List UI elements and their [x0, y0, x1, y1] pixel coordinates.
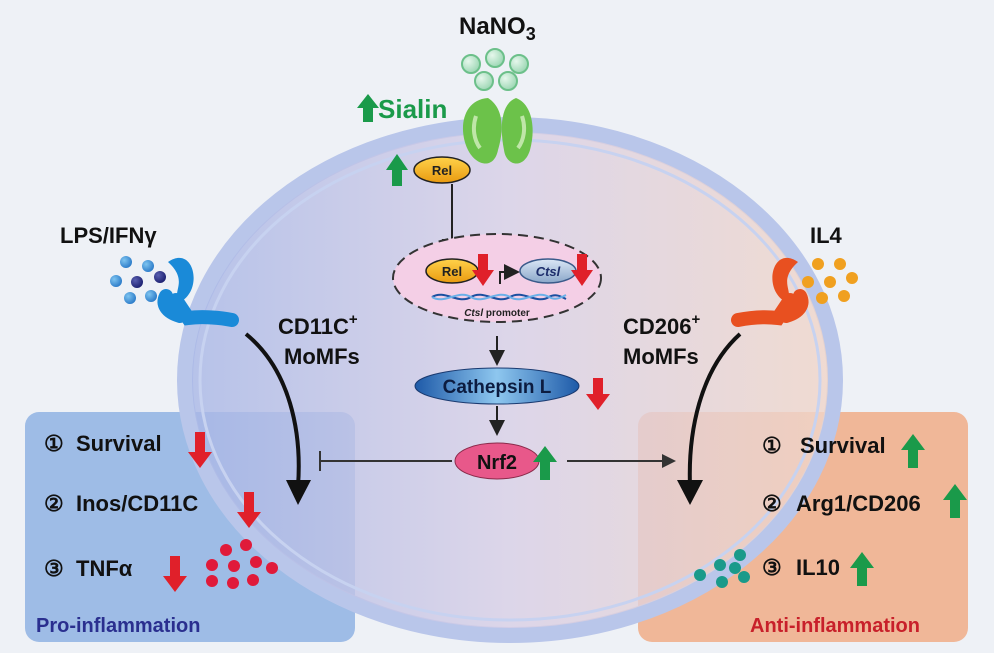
- cd206-label: CD206+: [623, 311, 700, 339]
- pro-item-1-down-arrow: [188, 432, 212, 468]
- anti-item-2-num: ②: [762, 491, 782, 516]
- anti-item-3-num: ③: [762, 555, 782, 580]
- anti-item-3-label: IL10: [796, 555, 840, 580]
- il4-receptor: [731, 257, 809, 327]
- anti-curved-arrow-head: [677, 480, 703, 505]
- nrf2-promotes-anti-head: [662, 454, 676, 468]
- lps-ifng-label: LPS/IFNγ: [60, 223, 157, 248]
- cathepsin-l-label: Cathepsin L: [443, 377, 552, 398]
- anti-item-2-label: Arg1/CD206: [796, 491, 921, 516]
- nrf2-up-arrow: [533, 446, 557, 480]
- pro-curved-arrow: [244, 332, 301, 487]
- nano3-label: NaNO3: [459, 13, 536, 44]
- lps-receptor: [157, 257, 239, 327]
- lps-ifng-particles: [110, 256, 166, 304]
- pro-item-3-num: ③: [44, 556, 64, 581]
- pro-item-2-down-arrow: [237, 492, 261, 528]
- sialin-label: Sialin: [378, 94, 447, 124]
- cd206-momfs-label: MoMFs: [623, 344, 699, 369]
- pro-item-2-label: Inos/CD11C: [76, 491, 198, 516]
- nucleus: [392, 233, 602, 323]
- pro-item-1-label: Survival: [76, 431, 162, 456]
- pro-item-1-num: ①: [44, 431, 64, 456]
- rel-membrane-protein: [413, 156, 471, 184]
- rel-up-arrow: [386, 154, 408, 186]
- promoter-label: Ctsl promoter: [464, 308, 530, 319]
- sialin-transporter: [462, 98, 533, 164]
- pro-item-2-num: ②: [44, 491, 64, 516]
- cathepsin-down-arrow: [586, 378, 610, 410]
- sialin-up-arrow: [357, 94, 379, 122]
- il4-particles: [802, 258, 858, 304]
- cd11c-momfs-label: MoMFs: [284, 344, 360, 369]
- ctsl-down-arrow: [571, 254, 593, 286]
- pro-curved-arrow-head: [286, 480, 311, 505]
- anti-item-1-label: Survival: [800, 433, 886, 458]
- rel-nuclear-label: Rel: [442, 264, 462, 279]
- dna-strand: [431, 293, 567, 301]
- nano3-particles: [461, 48, 529, 91]
- il4-label: IL4: [810, 223, 843, 248]
- pro-item-3-down-arrow: [163, 556, 187, 592]
- anti-curved-arrow: [687, 332, 742, 487]
- rel-membrane-label: Rel: [432, 163, 452, 178]
- promoter-arrow: [499, 264, 520, 284]
- nrf2-label: Nrf2: [477, 452, 517, 474]
- cathepsin-l: [414, 367, 580, 405]
- rel-nuclear-down-arrow: [472, 254, 494, 286]
- anti-item-1-up-arrow: [901, 434, 925, 468]
- pro-inflammation-title: Pro-inflammation: [36, 615, 200, 637]
- pro-item-3-label: TNFα: [76, 556, 133, 581]
- ctsl-gene-label: Ctsl: [536, 264, 561, 279]
- anti-inflammation-title: Anti-inflammation: [750, 615, 920, 637]
- anti-item-3-up-arrow: [850, 552, 874, 586]
- anti-item-1-num: ①: [762, 433, 782, 458]
- tnf-particles: [206, 539, 278, 589]
- il10-particles: [694, 549, 750, 588]
- anti-item-2-up-arrow: [943, 484, 967, 518]
- cd11c-label: CD11C+: [278, 311, 358, 339]
